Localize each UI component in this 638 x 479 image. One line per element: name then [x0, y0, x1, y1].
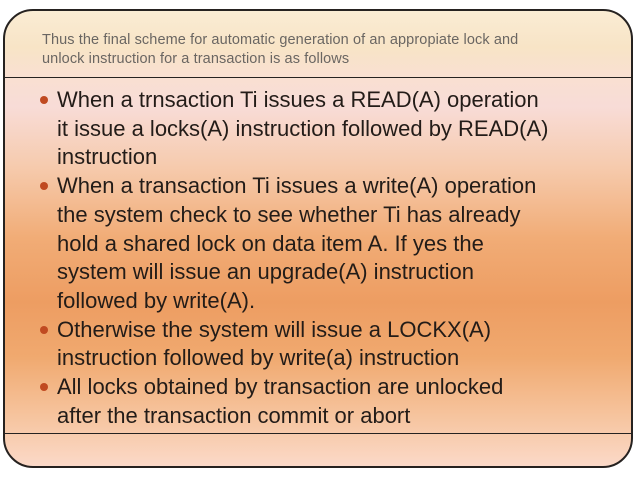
bullet-text: All locks obtained by transaction are un…: [57, 373, 503, 430]
text-line: it issue a locks(A) instruction followed…: [57, 115, 549, 141]
text-line: Otherwise the system will issue a LOCKX(…: [57, 316, 492, 342]
bullet-list: When a trnsaction Ti issues a READ(A) op…: [40, 86, 549, 430]
text-line: hold a shared lock on data item A. If ye…: [57, 230, 484, 256]
text-line: the system check to see whether Ti has a…: [57, 201, 521, 227]
title-line: unlock instruction for a transaction is …: [42, 51, 350, 67]
bullet-item: When a transaction Ti issues a write(A) …: [40, 172, 549, 316]
bullet-item: When a trnsaction Ti issues a READ(A) op…: [40, 86, 549, 172]
text-line: When a trnsaction Ti issues a READ(A) op…: [57, 87, 539, 112]
text-line: When a transaction Ti issues a write(A) …: [57, 173, 537, 199]
bullet-dot-icon: [40, 325, 48, 334]
content-placeholder-frame: [3, 77, 633, 434]
slide-title: Thus the final scheme for automatic gene…: [42, 31, 518, 69]
bullet-text: When a transaction Ti issues a write(A) …: [57, 172, 536, 316]
bullet-item: Otherwise the system will issue a LOCKX(…: [40, 316, 549, 373]
text-line: All locks obtained by transaction are un…: [57, 374, 504, 400]
text-line: system will issue an upgrade(A) instruct…: [57, 259, 474, 285]
text-line: instruction followed by write(a) instruc…: [57, 345, 460, 371]
bullet-dot-icon: [40, 383, 48, 392]
bullet-dot-icon: [40, 96, 48, 104]
text-line: after the transaction commit or abort: [57, 402, 411, 428]
text-line: instruction: [57, 144, 158, 170]
bullet-text: Otherwise the system will issue a LOCKX(…: [57, 316, 491, 373]
text-line: followed by write(A).: [57, 287, 256, 313]
bullet-text: When a trnsaction Ti issues a READ(A) op…: [57, 86, 549, 172]
title-line: Thus the final scheme for automatic gene…: [42, 32, 519, 48]
slide-background: [3, 9, 633, 468]
bullet-item: All locks obtained by transaction are un…: [40, 373, 549, 430]
bullet-dot-icon: [40, 182, 48, 191]
